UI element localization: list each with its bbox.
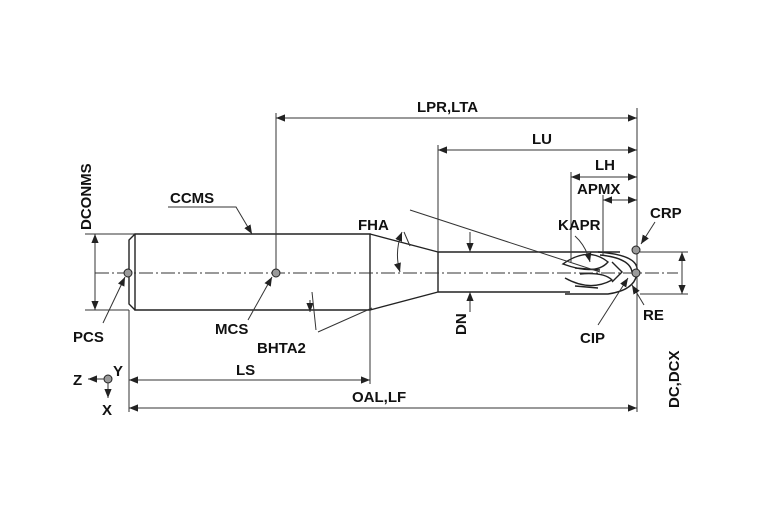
dimension-labels: LPR,LTA LU LH APMX KAPR CRP DCONMS CCMS … [73, 99, 683, 408]
leader-bhta2 [317, 307, 373, 333]
leader-re [631, 284, 645, 306]
label-re: RE [643, 307, 664, 324]
x-axis-label: X [102, 402, 112, 419]
dim-arc-bhta2 [311, 291, 317, 331]
tool-outline [128, 233, 638, 311]
cip-point [631, 268, 641, 278]
leader-fha [403, 231, 411, 247]
label-mcs: MCS [215, 321, 248, 338]
label-bhta2: BHTA2 [257, 340, 306, 357]
mcs-point [271, 268, 281, 278]
leader-crp [640, 221, 656, 245]
label-ls: LS [236, 362, 255, 379]
extension-lines [85, 108, 688, 412]
label-lu: LU [532, 131, 552, 148]
label-kapr: KAPR [558, 217, 601, 234]
crp-point [631, 245, 641, 255]
dim-arc-fha [393, 231, 403, 273]
label-dc-dcx: DC,DCX [666, 350, 683, 408]
pcs-point [123, 268, 133, 278]
label-dconms: DCONMS [78, 163, 95, 230]
flute-4 [574, 267, 601, 289]
z-axis-label: Z [73, 372, 82, 389]
leader-pcs [102, 276, 126, 324]
label-pcs: PCS [73, 329, 104, 346]
y-axis-label: Y [113, 363, 123, 380]
flute-2 [564, 272, 614, 287]
dim-arc-kapr [574, 235, 592, 263]
label-dn: DN [453, 313, 470, 335]
leader-ccms [168, 206, 253, 235]
axis-origin-point [103, 374, 113, 384]
leader-mcs [247, 276, 273, 321]
label-lh: LH [595, 157, 615, 174]
coordinate-axes: Z Y X [73, 363, 123, 419]
flute-3 [599, 254, 633, 283]
label-fha: FHA [358, 217, 389, 234]
neck [437, 251, 620, 293]
leader-lines [102, 206, 656, 333]
label-ccms: CCMS [170, 190, 214, 207]
dimension-lines [91, 114, 686, 412]
label-crp: CRP [650, 205, 682, 222]
shank [134, 233, 371, 311]
label-apmx: APMX [577, 181, 620, 198]
label-cip: CIP [580, 330, 605, 347]
label-lpr-lta: LPR,LTA [417, 99, 478, 116]
label-oal-lf: OAL,LF [352, 389, 406, 406]
neck-taper [369, 233, 439, 311]
leader-cip [597, 277, 629, 326]
